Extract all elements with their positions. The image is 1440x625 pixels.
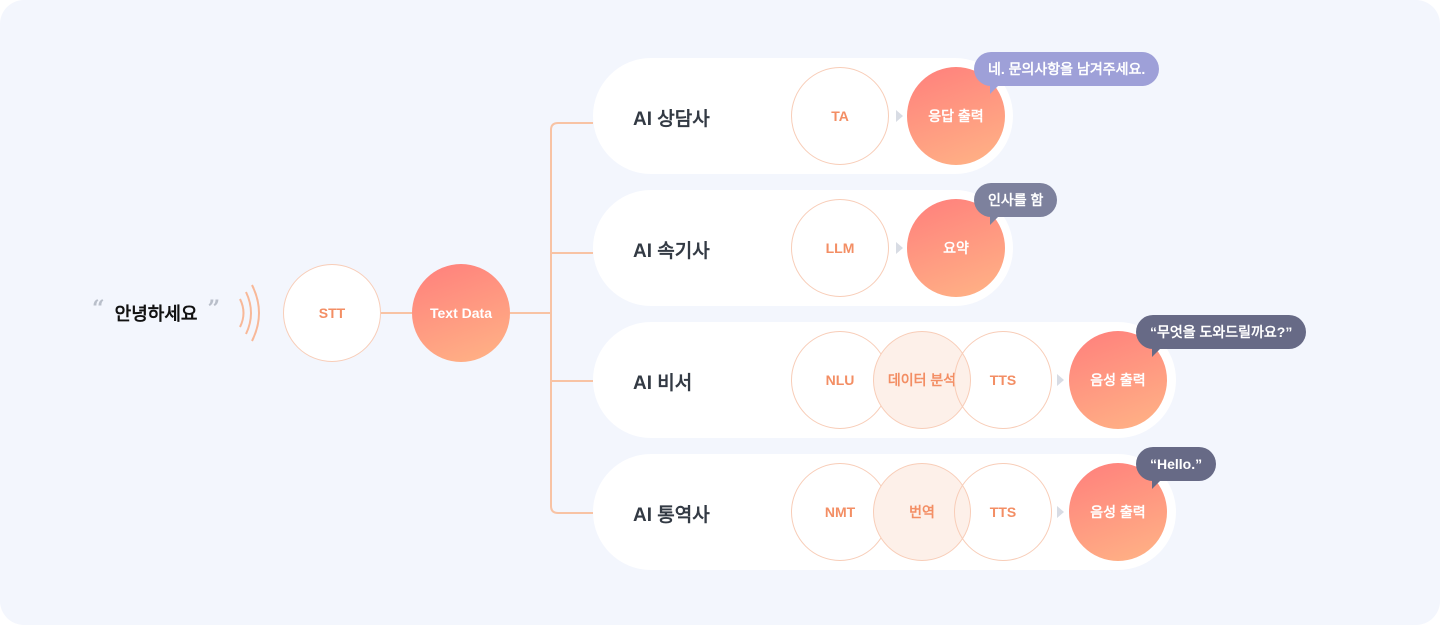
sound-wave-icon (239, 298, 245, 328)
stt-node: STT (283, 264, 381, 362)
step-node: TTS (954, 463, 1052, 561)
row-title: AI 속기사 (633, 241, 710, 262)
step-node: TTS (954, 331, 1052, 429)
speech-bubble: “무엇을 도와드릴까요?” (1136, 315, 1307, 357)
chevron-right-icon (896, 110, 903, 122)
row-title: AI 비서 (633, 373, 693, 394)
row-title: AI 상담사 (633, 109, 710, 130)
branch-trunk-line (550, 122, 593, 514)
speech-bubble: 네. 문의사항을 남겨주세요. (974, 52, 1160, 94)
row-title: AI 통역사 (633, 505, 710, 526)
step-node: LLM (791, 199, 889, 297)
sound-wave-icon (245, 291, 252, 335)
text-data-node: Text Data (412, 264, 510, 362)
chevron-right-icon (1057, 374, 1064, 386)
step-node: NLU (791, 331, 889, 429)
speech-bubble: “Hello.” (1136, 447, 1217, 489)
chevron-right-icon (896, 242, 903, 254)
open-quote-icon: “ (92, 296, 105, 322)
step-node: TA (791, 67, 889, 165)
sound-wave-icon (251, 284, 260, 342)
close-quote-icon: ” (207, 296, 221, 322)
speech-bubble: 인사를 함 (974, 183, 1058, 225)
greeting-speech: “ 안녕하세요 ” (92, 296, 220, 330)
greeting-text: 안녕하세요 (114, 304, 198, 324)
chevron-right-icon (1057, 506, 1064, 518)
